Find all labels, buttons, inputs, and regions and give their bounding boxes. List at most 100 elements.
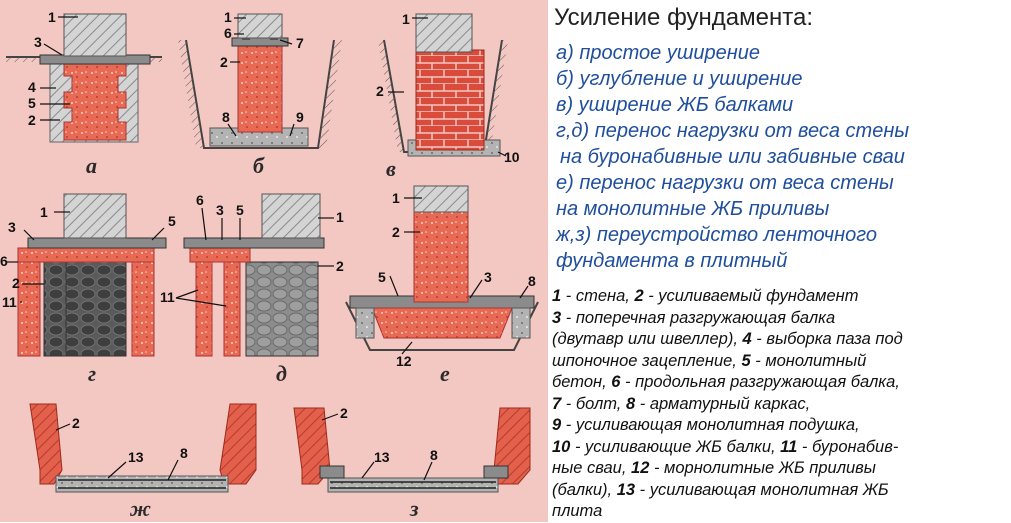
svg-text:5: 5: [378, 269, 386, 285]
svg-text:2: 2: [220, 54, 228, 70]
method-item: ж,з) переустройство ленточного: [556, 224, 877, 246]
svg-text:5: 5: [236, 202, 244, 218]
legend-number: 1: [552, 287, 562, 305]
legend-text: - болт,: [561, 394, 626, 413]
method-item: на буронабивные или забивные сваи: [560, 146, 905, 168]
legend-item: 9 - усиливающая монолитная подушка,: [552, 415, 1010, 437]
svg-text:2: 2: [340, 405, 348, 421]
svg-text:12: 12: [396, 353, 412, 369]
svg-text:2: 2: [376, 83, 384, 99]
panel-label: ж: [129, 496, 151, 521]
legend-text: (двутавр или швеллер),: [552, 330, 743, 348]
svg-text:2: 2: [336, 258, 344, 274]
svg-text:9: 9: [296, 109, 304, 125]
svg-text:7: 7: [296, 35, 304, 51]
panel-label: д: [276, 361, 287, 386]
panel-label: е: [440, 361, 450, 386]
legend-text: ные сваи,: [552, 459, 632, 477]
panel-label: в: [386, 156, 396, 181]
legend-item: (балки), 13 - усиливающая монолитная ЖБ: [552, 480, 1010, 502]
legend-text: - буронабив-: [797, 437, 899, 456]
panel-label: б: [253, 153, 265, 178]
panel-a: 1 3 4 5 2 а: [6, 9, 162, 178]
foundation-drawings: 1 3 4 5 2 а 1 6 7 2: [0, 9, 539, 521]
legend-item: шпоночное зацепление, 5 - монолитный: [552, 351, 1010, 373]
legend-number: 12: [631, 459, 650, 477]
method-item: фундамента в плитный: [556, 250, 788, 272]
svg-text:2: 2: [72, 415, 80, 431]
svg-text:8: 8: [528, 273, 536, 289]
svg-text:11: 11: [2, 294, 17, 310]
panel-e: 1 2 5 3 8 12 е: [345, 185, 539, 386]
legend-text: - поперечная разгружающая балка: [561, 308, 836, 327]
legend-text: - арматурный каркас,: [635, 394, 811, 413]
legend-number: 8: [625, 394, 636, 413]
svg-text:5: 5: [28, 95, 36, 111]
legend-text: - монолитный: [750, 351, 867, 370]
svg-text:1: 1: [48, 9, 56, 25]
legend-text: - продольная разгружающая балка,: [620, 373, 900, 391]
panel-b: 1 6 7 2 8 9 б: [178, 9, 342, 178]
method-item: б) углубление и уширение: [556, 68, 803, 90]
legend-item: плита: [552, 501, 1010, 523]
panel-g: 1 3 5 6 2 11 г: [0, 193, 176, 386]
text-panel: Усиление фундамента: а) простое уширение…: [552, 0, 1007, 522]
svg-text:4: 4: [28, 79, 36, 95]
svg-text:2: 2: [28, 112, 36, 128]
legend-number: 11: [780, 437, 798, 456]
legend-text: - усиливающие ЖБ балки,: [570, 437, 781, 456]
method-item: в) уширение ЖБ балками: [556, 94, 794, 116]
svg-text:6: 6: [196, 192, 204, 208]
panel-z: 2 13 8 з: [293, 405, 531, 521]
svg-text:3: 3: [34, 34, 42, 50]
legend-text: шпоночное зацепление,: [552, 351, 742, 370]
svg-text:10: 10: [504, 149, 520, 165]
svg-text:1: 1: [40, 204, 48, 220]
svg-text:1: 1: [336, 209, 344, 225]
legend-text: (балки),: [552, 480, 617, 499]
foundation-figure: 1 3 4 5 2 а 1 6 7 2: [0, 0, 548, 522]
panel-label: г: [88, 361, 96, 386]
legend-text: - стена,: [561, 287, 635, 305]
svg-text:1: 1: [224, 9, 232, 25]
panel-v: 1 2 10 в: [376, 11, 520, 181]
panel-d: 6 3 5 1 2 11 д: [160, 192, 344, 386]
method-item: е) перенос нагрузки от веса стены: [556, 172, 894, 194]
svg-text:8: 8: [222, 109, 230, 125]
legend-text: бетон,: [552, 373, 612, 391]
legend-number: 5: [741, 351, 751, 370]
legend-text: - усиливающая монолитная подушка,: [561, 416, 860, 434]
legend-number: 10: [552, 437, 571, 456]
method-item: г,д) перенос нагрузки от веса стены: [556, 120, 910, 142]
legend-number: 6: [611, 373, 621, 391]
legend-number: 9: [552, 416, 562, 434]
legend-text: плита: [552, 502, 603, 520]
svg-text:11: 11: [160, 289, 175, 305]
svg-text:3: 3: [8, 219, 16, 235]
svg-text:2: 2: [12, 275, 20, 291]
svg-text:13: 13: [128, 449, 144, 465]
legend-number: 7: [552, 394, 562, 413]
svg-text:1: 1: [392, 190, 400, 206]
svg-text:8: 8: [430, 447, 438, 463]
legend-item: (двутавр или швеллер), 4 - выборка паза …: [552, 329, 1010, 351]
panel-zh: 2 13 8 ж: [29, 403, 257, 521]
page-title: Усиление фундамента:: [554, 4, 813, 31]
svg-text:1: 1: [402, 11, 410, 27]
methods-list: а) простое уширение б) углубление и ушир…: [556, 40, 1011, 274]
svg-text:6: 6: [224, 25, 232, 41]
legend-text: - морнолитные ЖБ приливы: [649, 459, 876, 477]
svg-text:3: 3: [216, 202, 224, 218]
legend-item: ные сваи, 12 - морнолитные ЖБ приливы: [552, 458, 1010, 480]
legend-number: 2: [634, 287, 644, 305]
method-item: а) простое уширение: [556, 42, 761, 64]
legend-item: 7 - болт, 8 - арматурный каркас,: [552, 394, 1010, 416]
legend-number: 3: [552, 308, 562, 327]
legend-number: 4: [742, 330, 752, 348]
legend-item: бетон, 6 - продольная разгружающая балка…: [552, 372, 1010, 394]
legend-number: 13: [616, 480, 636, 499]
method-item: на монолитные ЖБ приливы: [556, 198, 830, 220]
panel-label: а: [86, 153, 97, 178]
legend-item: 1 - стена, 2 - усиливаемый фундамент: [552, 286, 1010, 308]
